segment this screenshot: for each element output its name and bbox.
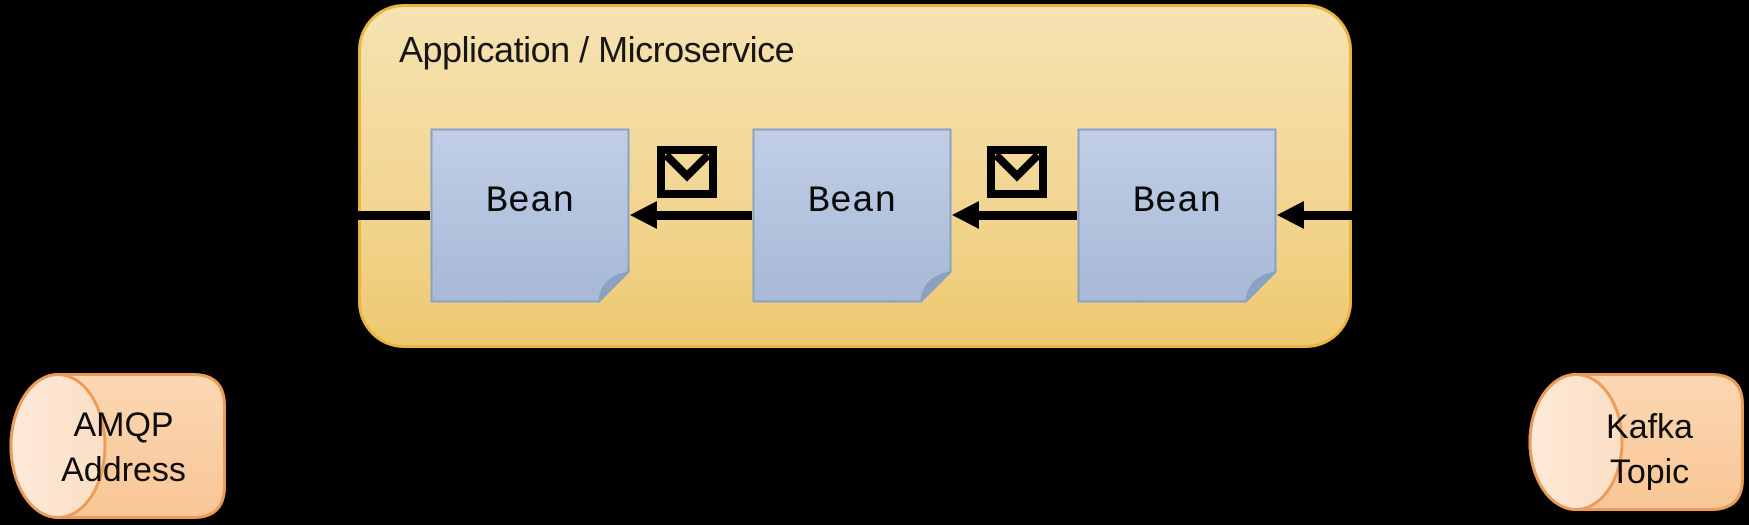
bean-box-2: Bean <box>752 128 952 303</box>
arrow-bean2-to-bean1-line <box>652 211 752 220</box>
bean-box-1: Bean <box>430 128 630 303</box>
bean-label: Bean <box>485 180 575 223</box>
cylinder-shape <box>9 373 226 519</box>
note-shape <box>1077 128 1277 303</box>
note-shape <box>430 128 630 303</box>
note-shape <box>752 128 952 303</box>
application-title: Application / Microservice <box>399 29 795 70</box>
amqp-label-line2: Address <box>61 451 186 489</box>
kafka-topic-cylinder: Kafka Topic <box>1528 372 1745 512</box>
bean-label: Bean <box>1132 180 1222 223</box>
cylinder-shape <box>1528 373 1744 511</box>
arrow-kafka-to-bean3-line <box>1299 211 1561 220</box>
arrow-bean2-to-bean1-head <box>630 201 657 229</box>
arrow-bean3-to-bean2-head <box>952 201 979 229</box>
kafka-label-line2: Topic <box>1609 453 1690 491</box>
arrow-bean1-to-amqp-line <box>236 211 430 220</box>
kafka-topic-label: Kafka Topic <box>1528 372 1745 512</box>
amqp-label-line1: AMQP <box>73 406 174 444</box>
arrow-bean1-to-amqp-head <box>214 201 241 229</box>
arrow-kafka-to-bean3-head <box>1277 201 1304 229</box>
bean-label: Bean <box>807 180 897 223</box>
envelope-icon <box>657 146 717 198</box>
amqp-address-cylinder: AMQP Address <box>8 372 227 520</box>
kafka-label-line1: Kafka <box>1606 408 1693 446</box>
bean-box-3: Bean <box>1077 128 1277 303</box>
arrow-bean3-to-bean2-line <box>974 211 1077 220</box>
amqp-address-label: AMQP Address <box>8 372 227 520</box>
envelope-icon <box>987 146 1047 198</box>
